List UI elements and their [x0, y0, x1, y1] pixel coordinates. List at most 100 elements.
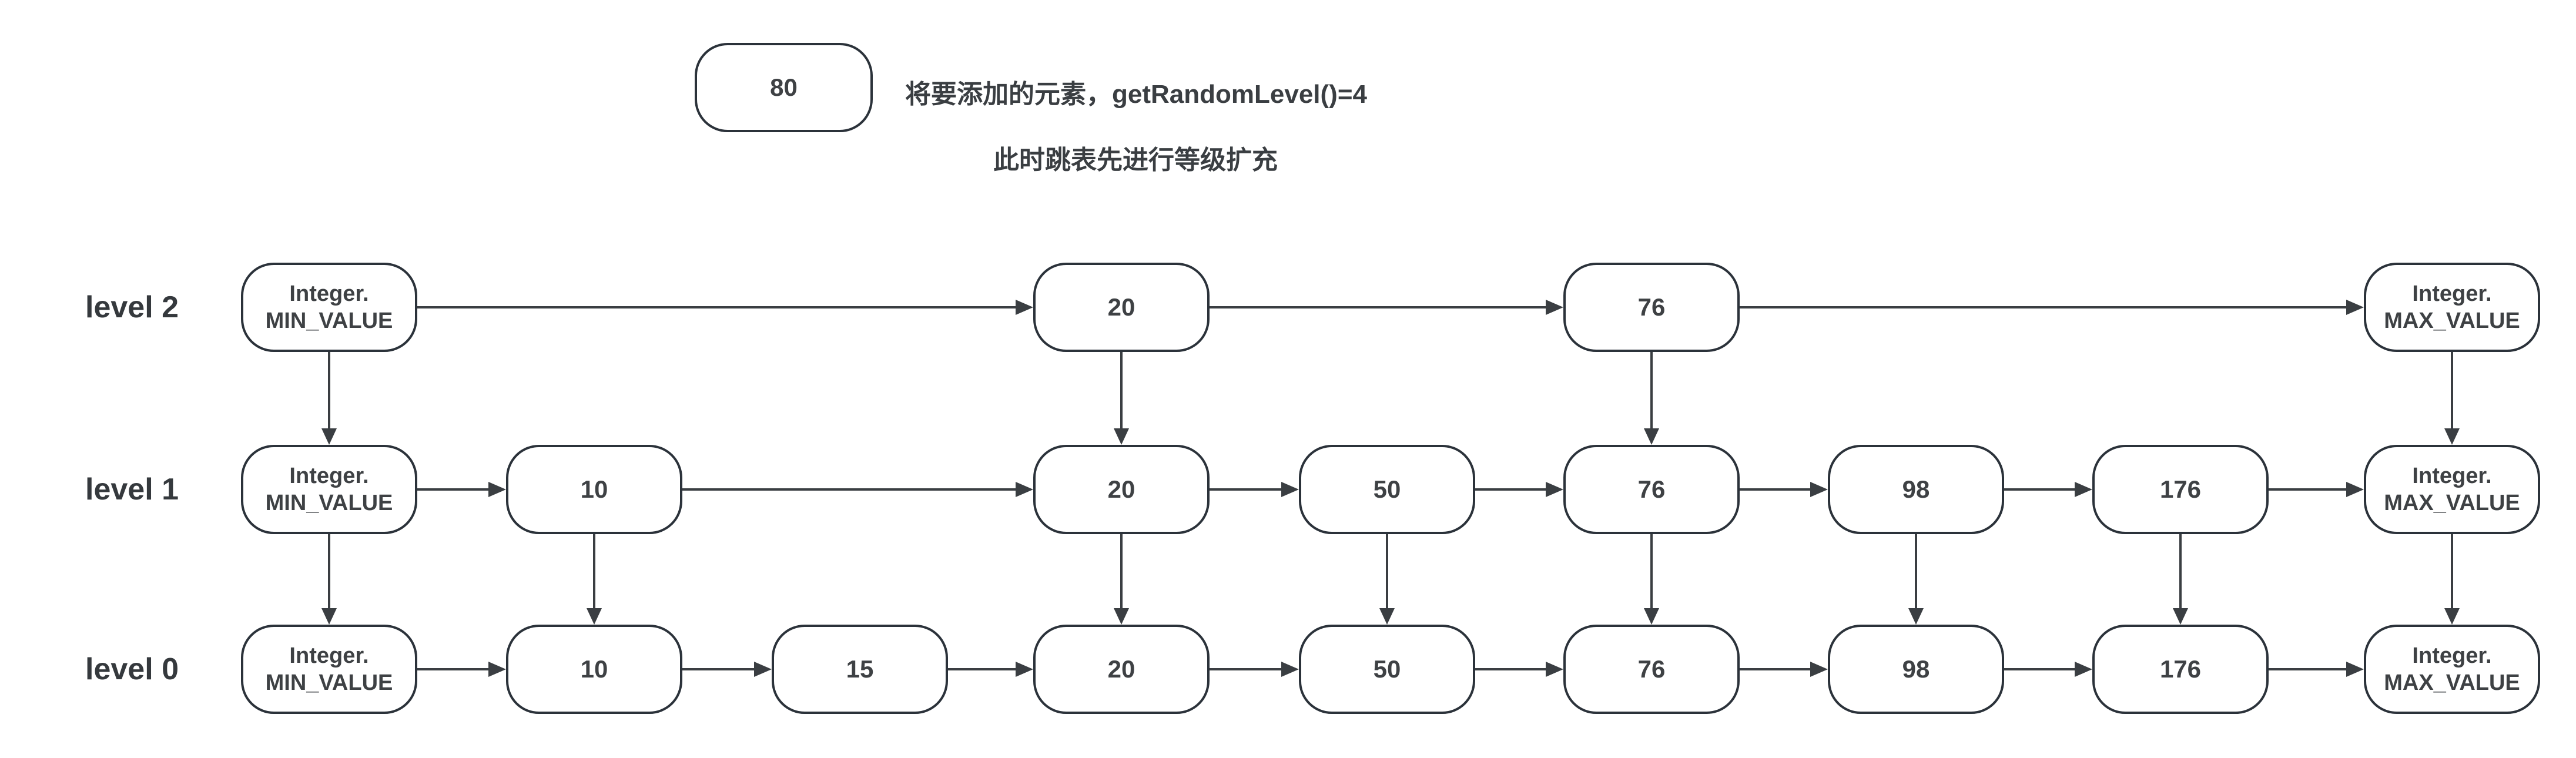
- arrow-down-10-level1-to-level0: [587, 534, 602, 625]
- arrow-head-down-icon: [2173, 608, 2188, 625]
- node-label: MIN_VALUE: [265, 491, 393, 515]
- arrow-down-76-level2-to-level1: [1644, 352, 1659, 445]
- node-label: 76: [1637, 293, 1666, 321]
- arrow-head-down-icon: [1644, 608, 1659, 625]
- arrow-line: [2004, 668, 2077, 670]
- arrow-level1-176-to-max: [2269, 482, 2364, 497]
- arrow-level1-min-to-10: [417, 482, 506, 497]
- arrow-down-50-level1-to-level0: [1379, 534, 1395, 625]
- level-label-0: level 0: [85, 652, 179, 686]
- arrow-line: [417, 668, 491, 670]
- arrow-line: [1740, 488, 1813, 491]
- node-level1-176: 176: [2092, 445, 2269, 534]
- node-label: 10: [580, 655, 608, 683]
- arrow-line: [2451, 534, 2453, 611]
- node-level0-15: 15: [772, 625, 948, 714]
- node-label: MIN_VALUE: [265, 308, 393, 333]
- arrow-down-max-level2-to-level1: [2444, 352, 2460, 445]
- arrow-head-right-icon: [2075, 482, 2092, 497]
- arrow-head-down-icon: [1644, 428, 1659, 445]
- arrow-line: [1386, 534, 1388, 611]
- arrow-line: [1915, 534, 1917, 611]
- node-level0-98: 98: [1828, 625, 2004, 714]
- arrow-head-right-icon: [1016, 662, 1033, 677]
- arrow-level0-10-to-15: [682, 662, 772, 677]
- arrow-head-down-icon: [321, 608, 337, 625]
- arrow-head-right-icon: [1016, 300, 1033, 315]
- arrow-head-down-icon: [1114, 428, 1129, 445]
- node-label: 76: [1637, 655, 1666, 683]
- node-label: 20: [1107, 293, 1135, 321]
- node-label: 98: [1902, 475, 1930, 503]
- node-level2-20: 20: [1033, 263, 1210, 352]
- node-label: 176: [2159, 655, 2202, 683]
- arrow-head-down-icon: [2444, 608, 2460, 625]
- arrow-head-right-icon: [2346, 300, 2364, 315]
- arrow-down-98-level1-to-level0: [1908, 534, 1924, 625]
- arrow-head-right-icon: [1281, 662, 1299, 677]
- arrow-line: [1740, 668, 1813, 670]
- arrow-level0-98-to-176: [2004, 662, 2092, 677]
- arrow-head-right-icon: [1810, 662, 1828, 677]
- arrow-down-min-level2-to-level1: [321, 352, 337, 445]
- node-label: 50: [1373, 655, 1401, 683]
- arrow-head-down-icon: [2444, 428, 2460, 445]
- arrow-level2-20-to-76: [1210, 300, 1563, 315]
- node-level0-max: Integer.MAX_VALUE: [2364, 625, 2540, 714]
- arrow-level2-76-to-max: [1740, 300, 2364, 315]
- arrow-level1-50-to-76: [1475, 482, 1563, 497]
- arrow-level1-76-to-98: [1740, 482, 1828, 497]
- node-level2-max: Integer.MAX_VALUE: [2364, 263, 2540, 352]
- node-level1-98: 98: [1828, 445, 2004, 534]
- arrow-line: [2179, 534, 2182, 611]
- node-level1-max: Integer.MAX_VALUE: [2364, 445, 2540, 534]
- node-level0-20: 20: [1033, 625, 1210, 714]
- arrow-line: [1650, 352, 1653, 431]
- arrow-down-20-level2-to-level1: [1114, 352, 1129, 445]
- arrow-head-right-icon: [1810, 482, 1828, 497]
- node-level0-10: 10: [506, 625, 682, 714]
- arrow-level1-20-to-50: [1210, 482, 1299, 497]
- arrow-line: [2451, 352, 2453, 431]
- arrow-head-down-icon: [1379, 608, 1395, 625]
- node-level0-76: 76: [1563, 625, 1740, 714]
- node-label: MAX_VALUE: [2384, 670, 2520, 695]
- arrow-head-down-icon: [321, 428, 337, 445]
- node-label: 10: [580, 475, 608, 503]
- arrow-head-right-icon: [2346, 482, 2364, 497]
- node-level1-50: 50: [1299, 445, 1475, 534]
- arrow-head-right-icon: [754, 662, 772, 677]
- arrow-level0-50-to-76: [1475, 662, 1563, 677]
- node-label: 50: [1373, 475, 1401, 503]
- arrow-head-down-icon: [1114, 608, 1129, 625]
- node-label: Integer.: [2412, 643, 2492, 668]
- arrow-line: [328, 352, 330, 431]
- node-level2-76: 76: [1563, 263, 1740, 352]
- arrow-level0-15-to-20: [948, 662, 1033, 677]
- arrow-down-176-level1-to-level0: [2173, 534, 2188, 625]
- arrow-down-20-level1-to-level0: [1114, 534, 1129, 625]
- arrow-head-down-icon: [587, 608, 602, 625]
- arrow-head-right-icon: [2346, 662, 2364, 677]
- arrow-line: [1210, 488, 1284, 491]
- note-expand-text: 此时跳表先进行等级扩充: [993, 146, 1278, 175]
- arrow-head-down-icon: [1908, 608, 1924, 625]
- arrow-head-right-icon: [1016, 482, 1033, 497]
- arrow-down-76-level1-to-level0: [1644, 534, 1659, 625]
- level-label-2: level 2: [85, 290, 179, 324]
- arrow-level0-20-to-50: [1210, 662, 1299, 677]
- arrow-head-right-icon: [2075, 662, 2092, 677]
- arrow-level0-min-to-10: [417, 662, 506, 677]
- node-label: Integer.: [289, 281, 369, 306]
- arrow-line: [1475, 488, 1548, 491]
- node-label: 15: [846, 655, 874, 683]
- node-level1-20: 20: [1033, 445, 1210, 534]
- node-label: 98: [1902, 655, 1930, 683]
- node-level0-50: 50: [1299, 625, 1475, 714]
- node-label: 20: [1107, 655, 1135, 683]
- arrow-level1-10-to-20: [682, 482, 1033, 497]
- arrow-line: [1475, 668, 1548, 670]
- arrow-down-max-level1-to-level0: [2444, 534, 2460, 625]
- arrow-line: [2269, 668, 2349, 670]
